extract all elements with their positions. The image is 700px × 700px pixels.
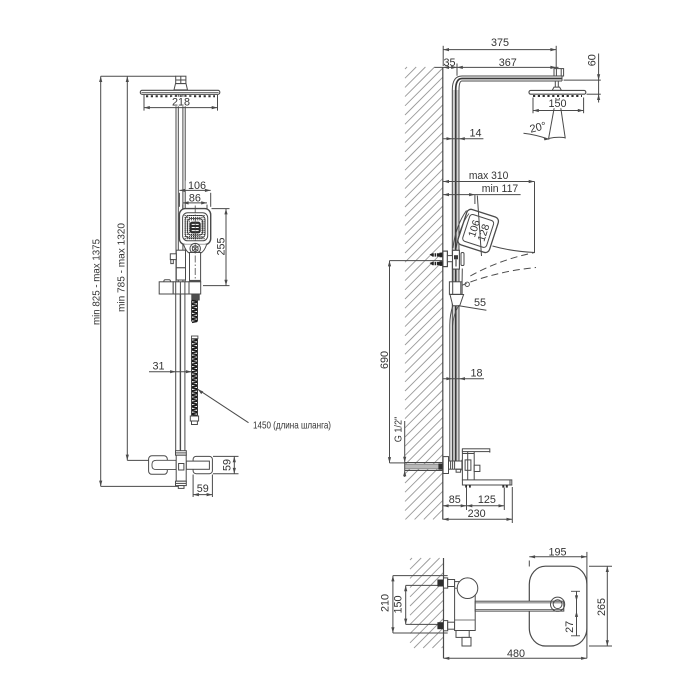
svg-text:367: 367 [499,57,517,69]
svg-text:106: 106 [188,180,206,192]
svg-text:20°: 20° [529,120,548,136]
svg-text:59: 59 [222,459,234,471]
svg-text:31: 31 [152,360,164,372]
svg-text:60: 60 [587,54,599,66]
svg-text:55: 55 [474,297,486,309]
svg-text:195: 195 [548,547,566,559]
svg-text:min 825 - max 1375: min 825 - max 1375 [91,239,102,325]
svg-text:265: 265 [596,598,608,616]
svg-text:G 1/2": G 1/2" [394,416,405,442]
svg-text:27: 27 [564,621,576,633]
svg-text:86: 86 [189,193,201,205]
svg-text:210: 210 [379,594,391,612]
svg-text:480: 480 [507,648,525,660]
svg-text:85: 85 [449,494,461,506]
svg-text:14: 14 [469,127,481,139]
svg-text:150: 150 [548,98,566,110]
svg-text:150: 150 [393,595,405,613]
svg-text:min 785 - max 1320: min 785 - max 1320 [117,223,128,312]
svg-text:255: 255 [216,237,228,255]
svg-text:375: 375 [491,37,509,49]
svg-text:125: 125 [478,494,496,506]
svg-text:230: 230 [468,508,486,520]
svg-text:59: 59 [197,483,209,495]
svg-text:min 117: min 117 [482,183,519,195]
svg-text:max 310: max 310 [469,170,509,182]
svg-text:690: 690 [379,351,391,369]
svg-text:18: 18 [470,367,482,379]
svg-text:218: 218 [172,96,190,108]
svg-text:1450 (длина шланга): 1450 (длина шланга) [253,420,331,431]
svg-text:35: 35 [443,57,455,69]
